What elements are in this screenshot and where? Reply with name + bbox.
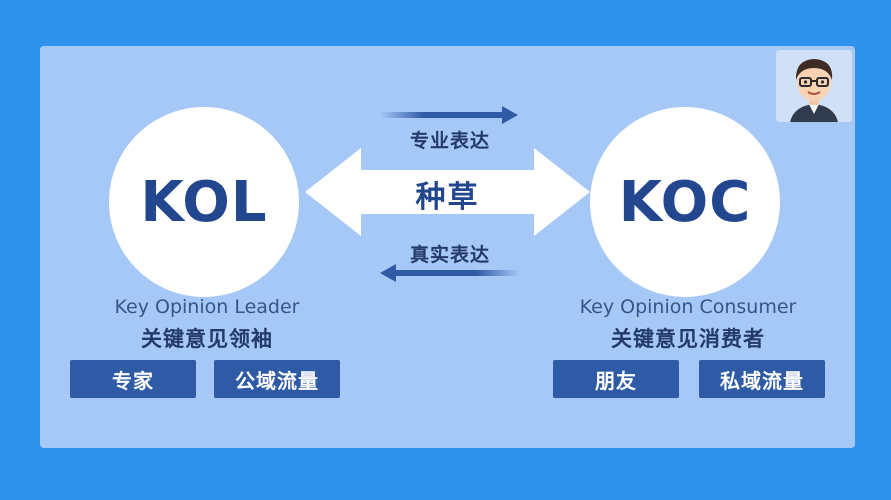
tag-friends: 朋友 (553, 360, 679, 398)
right-arrow-icon (380, 106, 518, 124)
cartoon-avatar-icon (790, 59, 838, 122)
koc-label: KOC (618, 169, 752, 235)
tag-public-traffic: 公域流量 (214, 360, 340, 398)
koc-circle: KOC (590, 107, 780, 297)
koc-subtitle-en: Key Opinion Consumer (579, 296, 797, 318)
left-arrow-icon (380, 264, 520, 282)
kol-label: KOL (140, 169, 268, 235)
tag-expert: 专家 (70, 360, 196, 398)
seeding-label: 种草 (415, 180, 480, 215)
kol-subtitle-en: Key Opinion Leader (114, 296, 300, 318)
authentic-expression-label: 真实表达 (409, 244, 490, 266)
kol-circle: KOL (109, 107, 299, 297)
tag-private-traffic: 私域流量 (699, 360, 825, 398)
double-arrow-icon (305, 148, 590, 236)
koc-subtitle-cn: 关键意见消费者 (611, 327, 765, 351)
avatar (776, 50, 852, 122)
kol-subtitle-cn: 关键意见领袖 (141, 327, 273, 351)
professional-expression-label: 专业表达 (409, 130, 490, 152)
